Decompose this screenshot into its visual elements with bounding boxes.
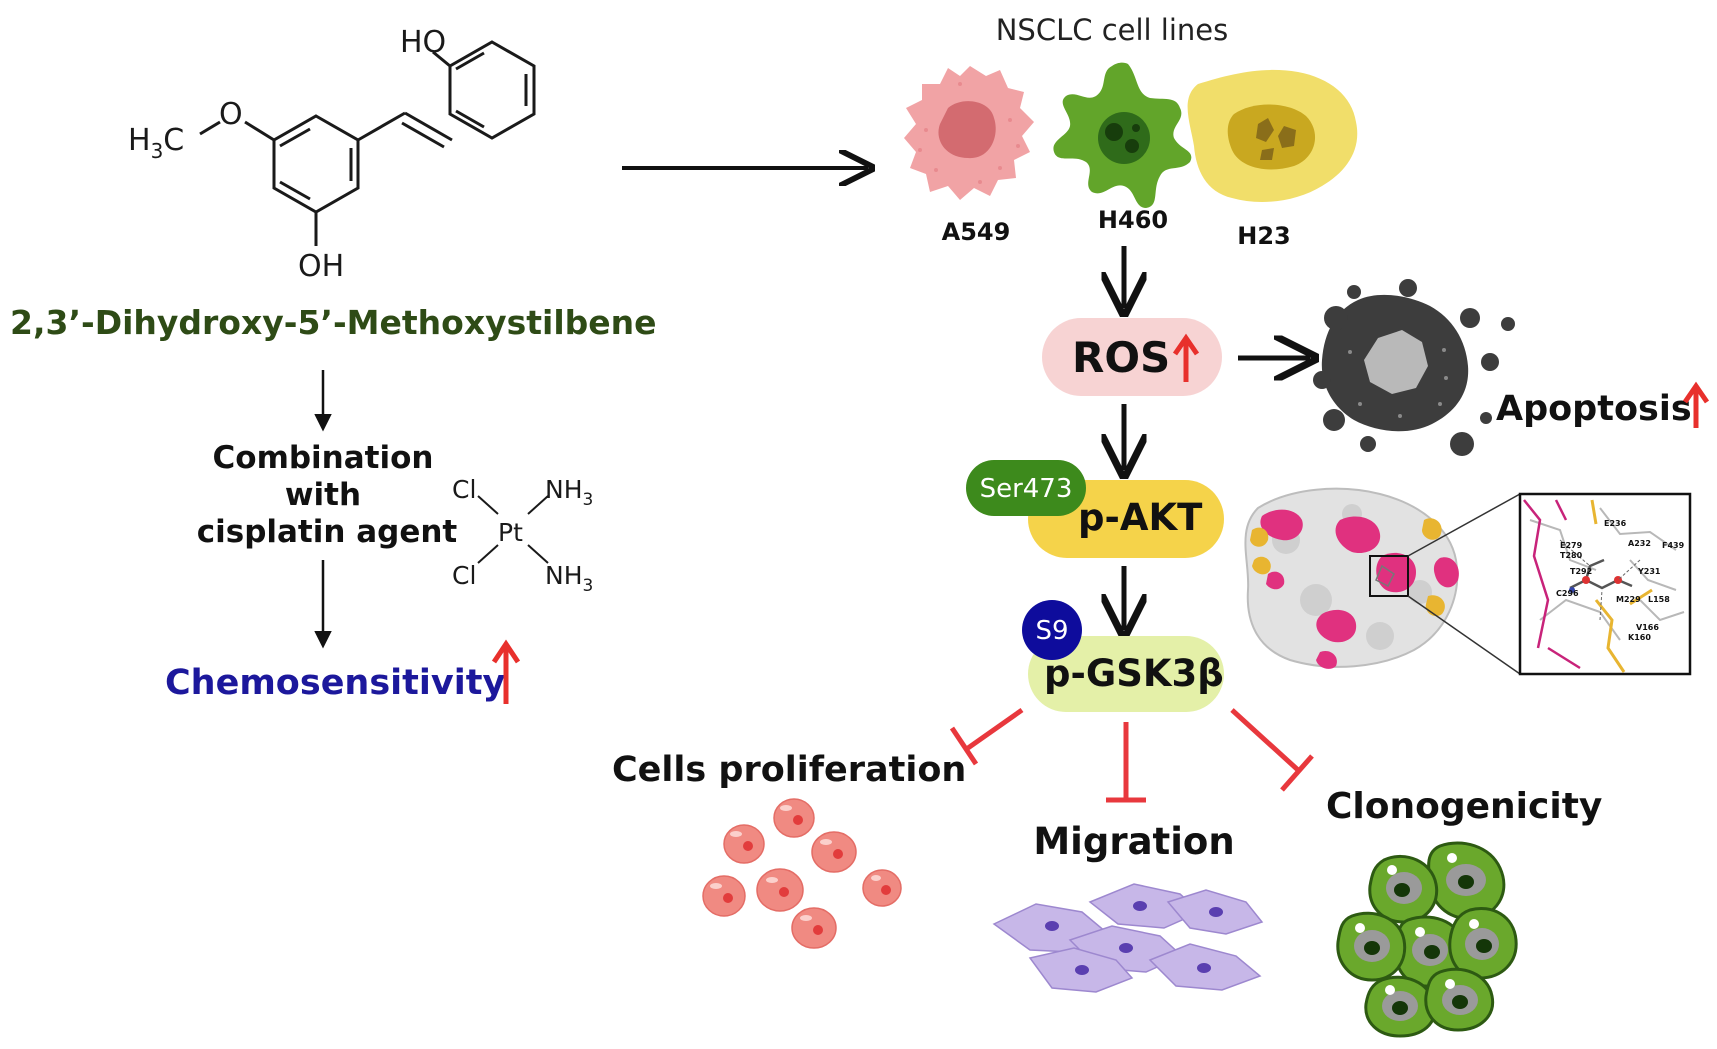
stilbene-structure xyxy=(199,40,536,246)
apoptosis-up-arrow xyxy=(1682,381,1710,428)
h460-label: H460 xyxy=(1098,206,1168,234)
cisplatin-structure: Cl Cl Pt NH3 NH3 xyxy=(452,475,593,596)
pakt-label: p-AKT xyxy=(1078,496,1203,539)
ser473-badge xyxy=(966,460,1086,516)
residue-label: Y231 xyxy=(1637,567,1661,576)
s9-badge xyxy=(1022,600,1082,660)
residue-label: E279 xyxy=(1560,541,1583,550)
residue-label: K160 xyxy=(1628,633,1651,642)
chemosensitivity-label: Chemosensitivity xyxy=(165,663,505,703)
docking-zoom-panel: E236 E279 T280 T292 F439 Y231 C296 M229 … xyxy=(1518,492,1692,676)
apoptosis-label: Apoptosis xyxy=(1496,389,1692,429)
residue-label: A232 xyxy=(1628,539,1651,548)
inhibit-clonogenicity xyxy=(1230,708,1314,792)
nh3-bottom: NH3 xyxy=(545,561,593,596)
a549-label: A549 xyxy=(942,218,1011,246)
residue-label: V166 xyxy=(1636,623,1659,632)
residue-label: T280 xyxy=(1560,551,1583,560)
ros-up-arrow xyxy=(1172,333,1200,382)
o-label: O xyxy=(219,97,243,132)
apoptotic-cell-illustration xyxy=(1313,279,1515,456)
h23-label: H23 xyxy=(1237,222,1290,250)
proliferation-label: Cells proliferation xyxy=(612,750,966,790)
pt-label: Pt xyxy=(498,518,523,547)
h3c-label: H3C xyxy=(128,123,184,163)
pgsk-pill xyxy=(1028,636,1224,712)
combination-line3: cisplatin agent xyxy=(197,514,458,550)
ros-label: ROS xyxy=(1072,333,1170,382)
nh3-top: NH3 xyxy=(545,475,593,510)
residue-label: E236 xyxy=(1604,519,1627,528)
residue-label: C296 xyxy=(1556,589,1579,598)
s9-label: S9 xyxy=(1035,616,1068,646)
pgsk-label: p-GSK3β xyxy=(1044,652,1224,695)
ros-pill xyxy=(1042,318,1222,396)
inhibit-migration xyxy=(1106,722,1146,803)
combination-line1: Combination xyxy=(213,440,434,476)
migration-label: Migration xyxy=(1033,820,1234,863)
proliferating-cells-illustration xyxy=(702,798,902,949)
clonogenic-colony-illustration xyxy=(1336,841,1518,1038)
residue-label: M229 xyxy=(1616,595,1641,604)
residue-label: T292 xyxy=(1570,567,1592,576)
zoom-line-top xyxy=(1407,493,1521,557)
h460-cell-illustration xyxy=(1053,62,1192,208)
residue-label: F439 xyxy=(1662,541,1685,550)
ho-label: HO xyxy=(400,25,446,60)
h23-cell-illustration xyxy=(1187,69,1358,202)
cl-bottom: Cl xyxy=(452,561,476,590)
oh-label: OH xyxy=(298,249,344,284)
cl-top: Cl xyxy=(452,475,476,504)
ser473-label: Ser473 xyxy=(980,474,1073,504)
residue-label: L158 xyxy=(1648,595,1670,604)
combination-line2: with xyxy=(285,477,361,513)
zoom-line-bottom xyxy=(1407,595,1521,675)
akt-protein-surface xyxy=(1244,487,1459,669)
compound-name: 2,3’-Dihydroxy-5’-Methoxystilbene xyxy=(10,303,657,342)
migrating-cells-illustration xyxy=(992,883,1264,993)
a549-cell-illustration xyxy=(904,66,1034,200)
chemosensitivity-up-arrow xyxy=(491,639,521,704)
inhibit-proliferation xyxy=(949,707,1024,766)
cell-lines-title: NSCLC cell lines xyxy=(996,13,1229,47)
clonogenicity-label: Clonogenicity xyxy=(1326,786,1602,827)
